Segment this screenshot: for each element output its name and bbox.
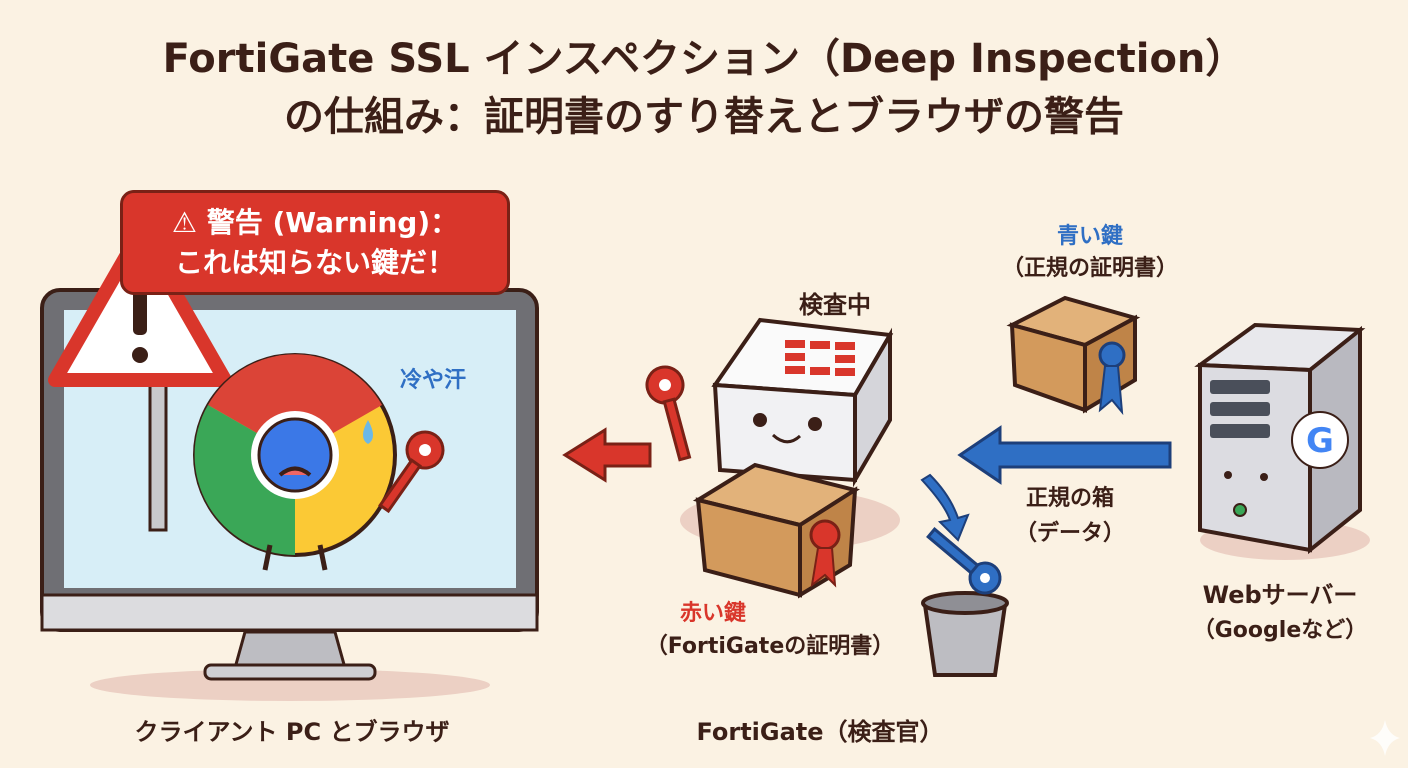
server-caption-2: （Googleなど） [1192, 618, 1368, 643]
warning-line-2: これは知らない鍵だ！ [174, 246, 455, 279]
blue-key-desc: （正規の証明書） [1001, 256, 1178, 281]
warning-line-1: ⚠ 警告 (Warning)： [171, 206, 459, 239]
client-caption: クライアント PC とブラウザ [134, 718, 450, 746]
blue-key-icon [926, 527, 1002, 595]
web-server-icon: G [1194, 322, 1370, 560]
title-line-2: の仕組み：証明書のすり替えとブラウザの警告 [284, 94, 1124, 140]
blue-arrow-icon [957, 425, 1172, 485]
package-red-ribbon-icon [692, 462, 861, 599]
warning-sign-icon [48, 225, 232, 532]
sparkle-icon [1370, 720, 1400, 756]
red-key-title: 赤い鍵 [680, 601, 747, 626]
red-key-desc: （FortiGateの証明書） [645, 634, 895, 659]
package-blue-ribbon-icon [1006, 295, 1141, 416]
sweat-label: 冷や汗 [400, 368, 467, 393]
blue-key-title: 青い鍵 [1056, 224, 1123, 249]
red-key-icon [645, 365, 692, 462]
title-line-1: FortiGate SSL インスペクション（Deep Inspection） [162, 36, 1246, 82]
chrome-character-icon [193, 353, 397, 571]
legit-box-title: 正規の箱 [1025, 486, 1114, 511]
server-caption-1: Webサーバー [1202, 581, 1358, 609]
red-arrow-icon [562, 427, 652, 483]
fortigate-caption: FortiGate（検査官） [696, 718, 944, 746]
inspecting-label: 検査中 [799, 291, 871, 319]
red-key-icon [378, 430, 445, 514]
blue-curved-arrow-icon [920, 473, 970, 542]
svg-text:G: G [1306, 421, 1334, 461]
legit-box-desc: （データ） [1014, 521, 1125, 546]
trash-can-icon [921, 591, 1009, 677]
warning-bubble: ⚠ 警告 (Warning)： これは知らない鍵だ！ [120, 190, 510, 295]
